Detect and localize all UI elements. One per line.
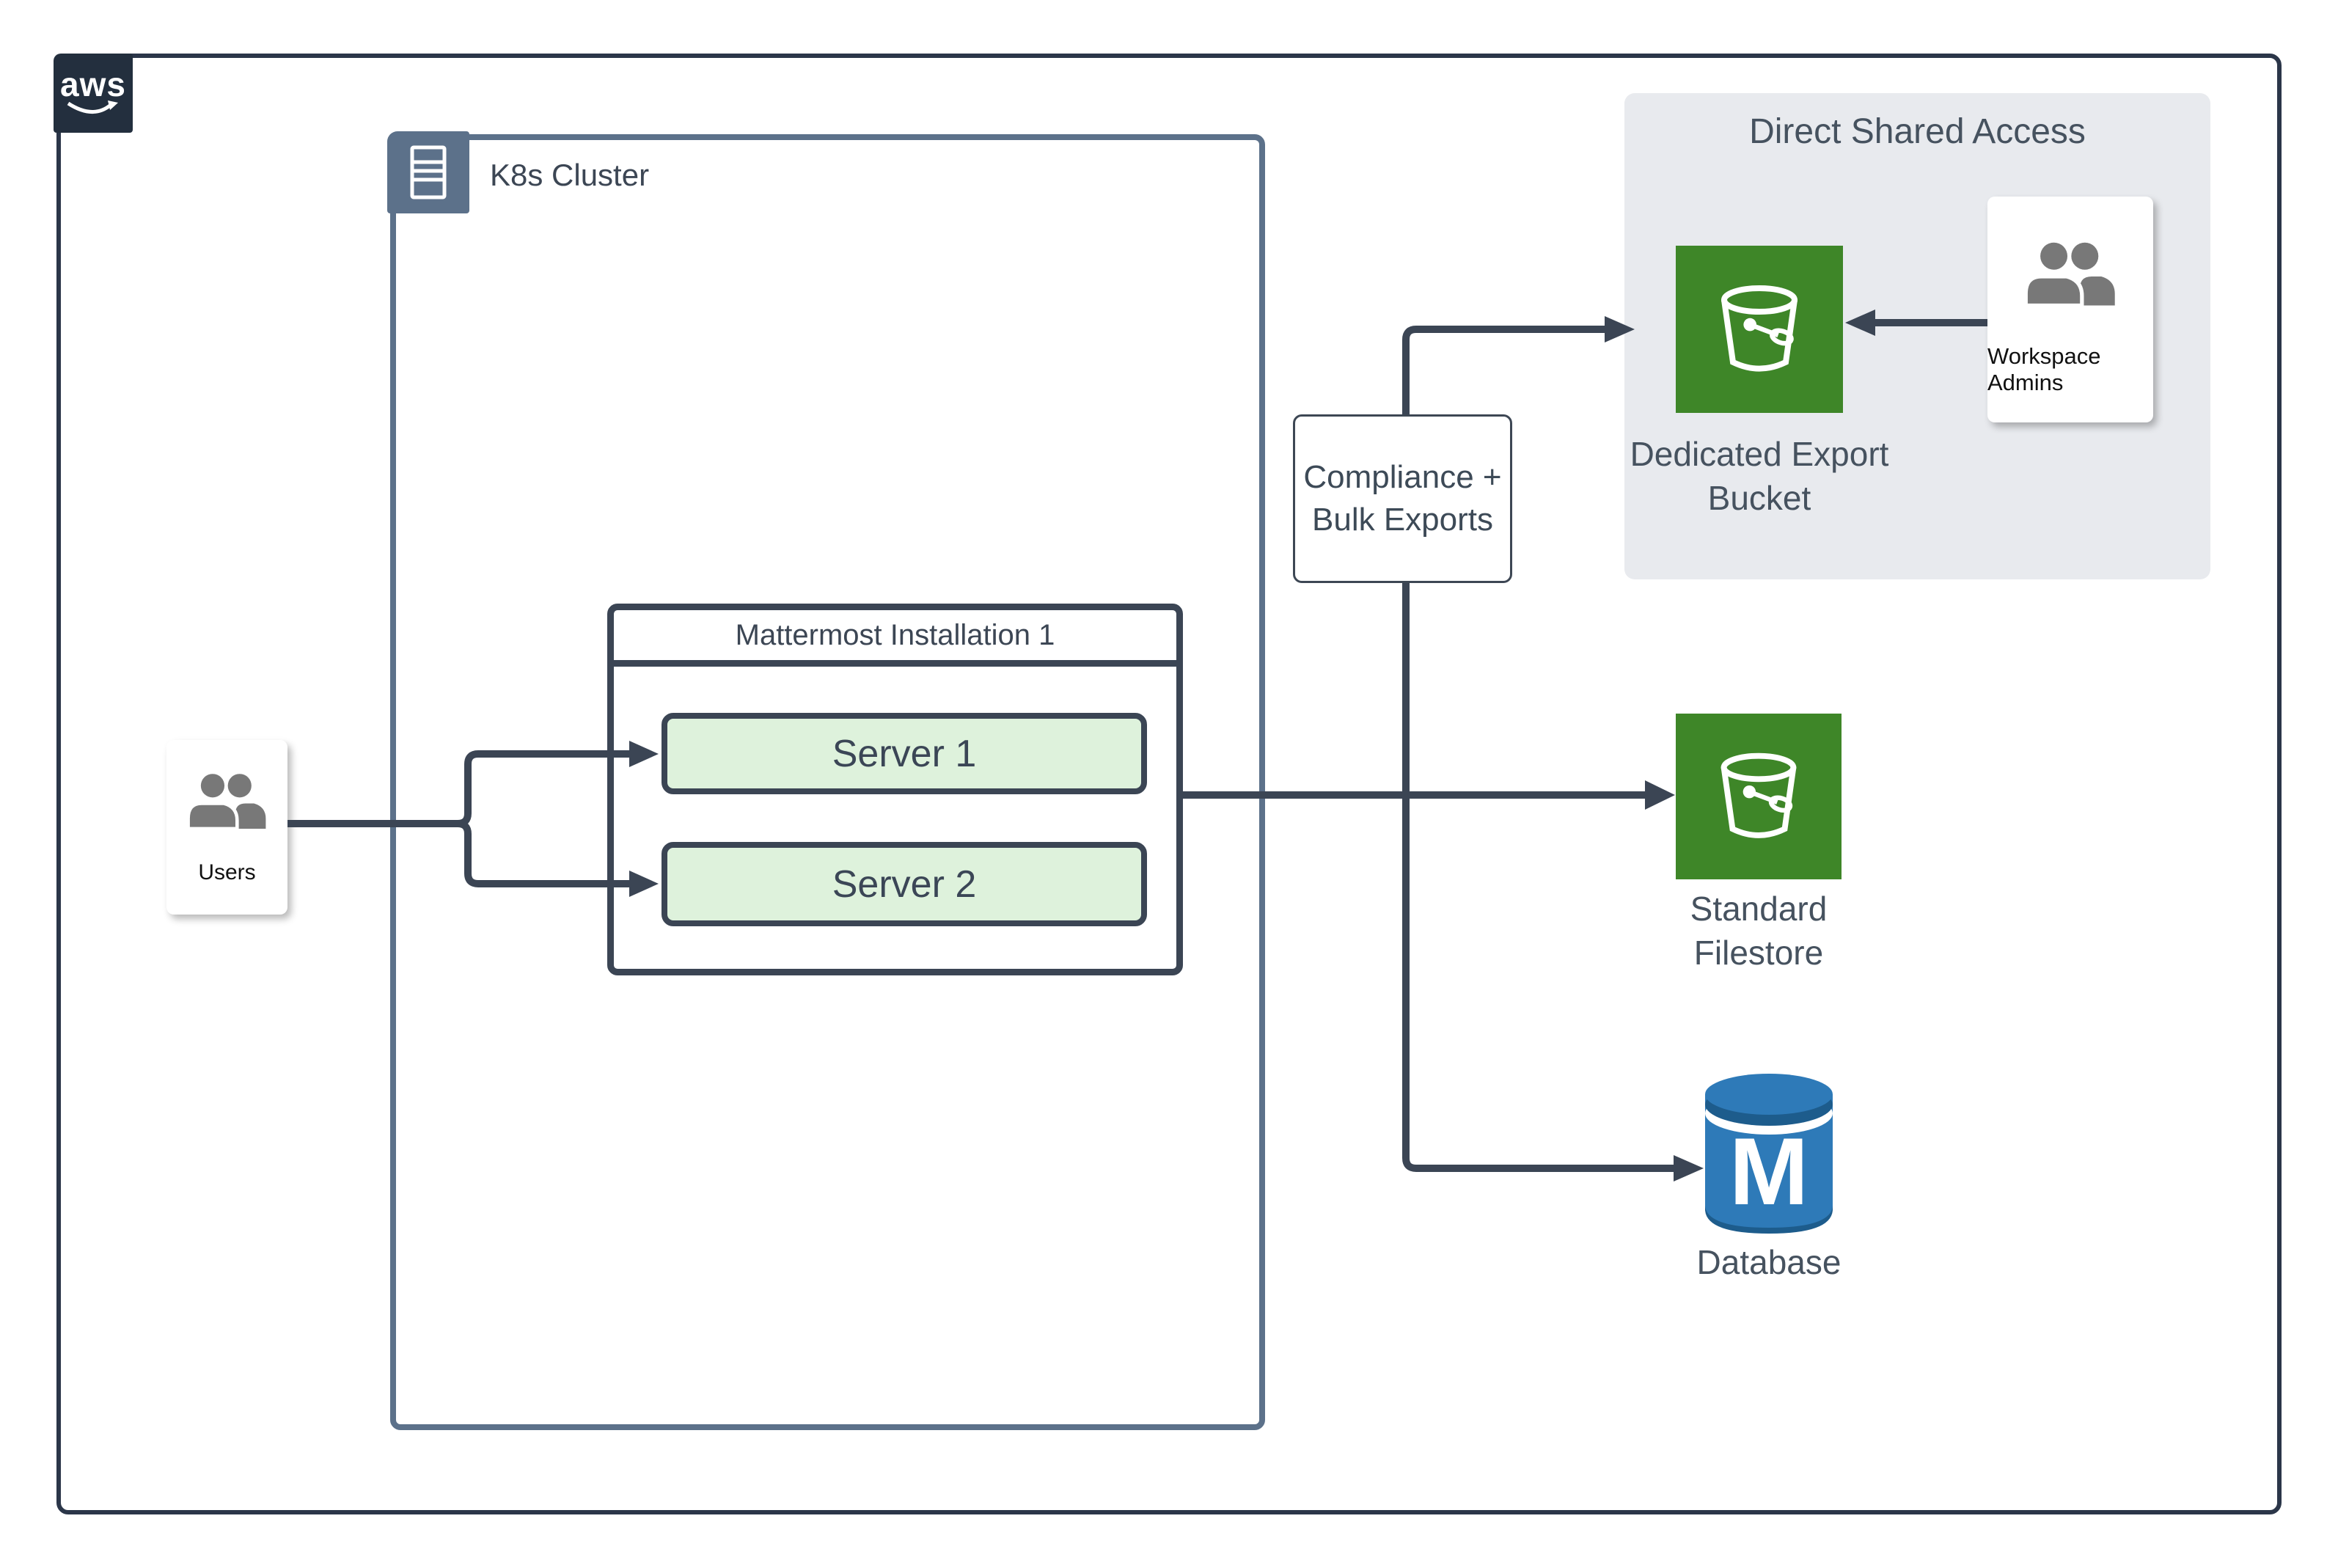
standard-filestore-label: Standard Filestore [1584,887,1933,975]
direct-shared-access-title: Direct Shared Access [1749,112,2086,151]
dedicated-export-bucket-node [1676,246,1843,413]
s3-bucket-icon [1721,285,1798,372]
database-node: M [1705,1071,1833,1237]
aws-logo-text: aws [60,65,126,103]
dedicated-label-line2: Bucket [1707,478,1811,517]
k8s-cluster-badge [387,131,469,213]
compliance-bulk-exports-node: Compliance + Bulk Exports [1293,414,1512,583]
filestore-label-line1: Standard [1690,890,1828,928]
aws-logo: aws [54,54,133,133]
svg-text:M: M [1729,1118,1809,1225]
mattermost-installation-title: Mattermost Installation 1 [614,610,1176,667]
dedicated-label-line1: Dedicated Export [1630,435,1889,473]
users-label: Users [198,860,256,884]
compliance-label-line1: Compliance + [1303,458,1502,495]
server-2-label: Server 2 [832,862,977,906]
filestore-label-line2: Filestore [1693,933,1824,972]
server-1-label: Server 1 [832,732,977,775]
compliance-label-line2: Bulk Exports [1312,502,1493,538]
workspace-admins-node: Workspace Admins [1987,197,2153,422]
k8s-cluster-label: K8s Cluster [490,158,650,192]
workspace-admins-label: Workspace Admins [1987,343,2101,395]
standard-filestore-node [1676,714,1842,879]
server-rack-icon [410,145,447,199]
database-cylinder-icon: M [1705,1074,1833,1234]
diagram-outer-border [56,54,2282,1514]
dedicated-export-bucket-label: Dedicated Export Bucket [1584,433,1935,521]
database-label: Database [1696,1243,1842,1281]
s3-bucket-icon [1720,752,1797,838]
server-1-node: Server 1 [662,713,1147,794]
users-node: Users [166,740,287,915]
users-icon [186,774,266,831]
server-2-node: Server 2 [662,842,1147,926]
workspace-admins-icon [2023,242,2115,308]
aws-smile-icon [67,100,118,114]
